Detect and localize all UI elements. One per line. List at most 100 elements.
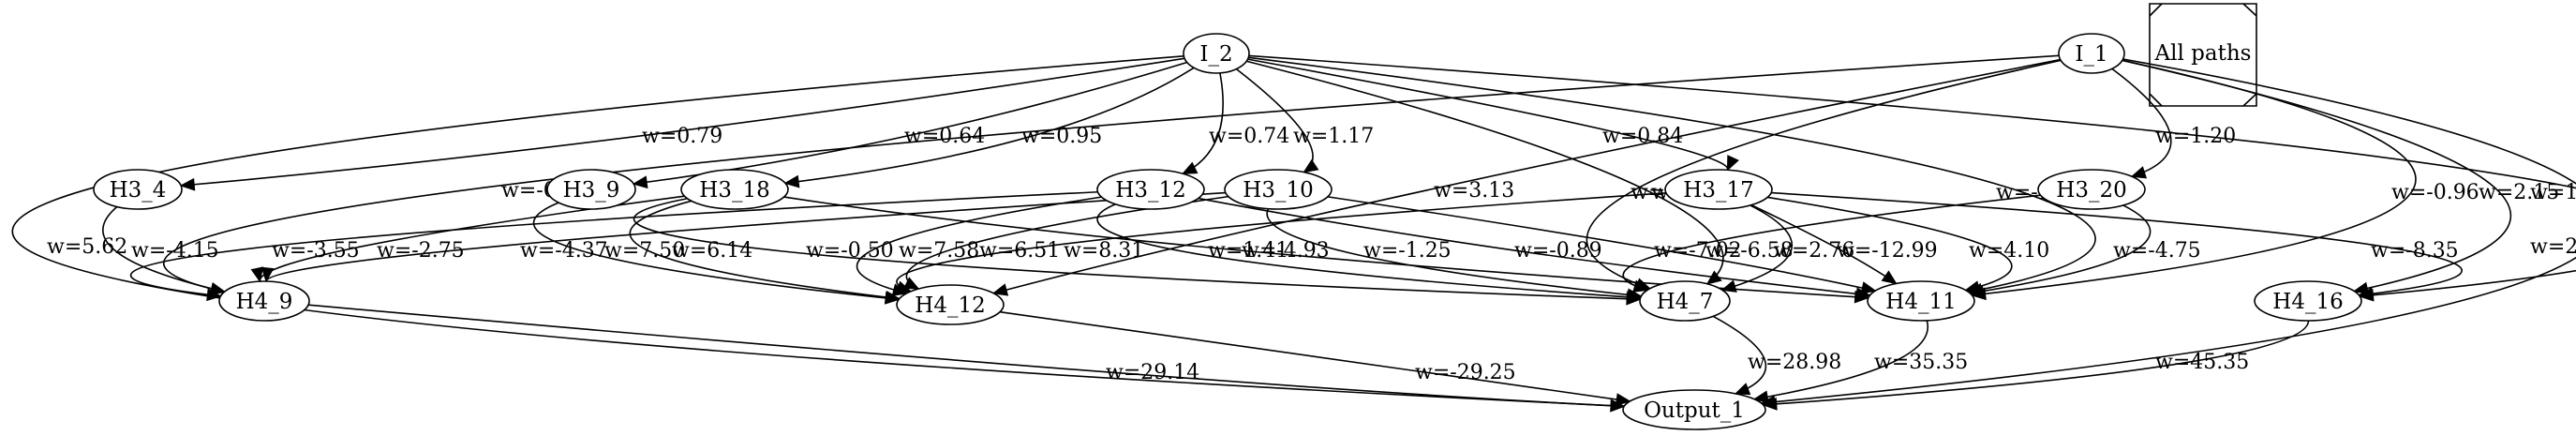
node-ellipse bbox=[896, 284, 1005, 325]
edge-arrowhead bbox=[179, 177, 196, 191]
edge-weight-label: w=0.74 bbox=[1209, 125, 1289, 148]
edge-line bbox=[1096, 203, 1641, 299]
edge-H3_10-H4_7: w=-1.25 bbox=[1266, 208, 1643, 302]
edge-H3_18-H4_7: w=-0.50 bbox=[633, 197, 1642, 306]
edge-weight-label: w=-8.35 bbox=[2371, 239, 2459, 263]
edge-I_1-H4_12: w=3.13 bbox=[991, 58, 2061, 296]
edges-layer: w=0.79w=0.64w=0.95w=0.74w=1.17w=0.84w=-0… bbox=[11, 54, 2576, 413]
edge-line bbox=[1761, 58, 2576, 404]
edge-H3_17-H4_16: w=-8.35 bbox=[1771, 191, 2463, 301]
node-ellipse bbox=[1224, 169, 1333, 210]
edge-weight-label: w=28.98 bbox=[1748, 351, 1841, 374]
node-ellipse bbox=[2254, 280, 2362, 322]
edge-weight-label: w=45.35 bbox=[2155, 351, 2249, 374]
edge-H3_10-H4_11: w=-7.02 bbox=[1327, 196, 1877, 294]
edge-weight-label: w=-6.58 bbox=[1705, 239, 1794, 263]
node-label: H3_18 bbox=[699, 178, 769, 203]
node-label: H4_16 bbox=[2272, 290, 2343, 314]
edge-H3_17-H4_12: w=8.31 bbox=[895, 191, 1666, 293]
node-ellipse bbox=[2058, 33, 2125, 74]
node-H4_11: H4_11 bbox=[1867, 280, 1975, 322]
edge-weight-label: w=1.41 bbox=[1208, 239, 1288, 263]
node-label: I_2 bbox=[1199, 42, 1232, 67]
edge-line bbox=[1712, 315, 1767, 395]
node-ellipse bbox=[546, 169, 636, 210]
edge-line bbox=[11, 54, 1625, 408]
edge-H3_12-H4_11: w=-0.89 bbox=[1198, 197, 1871, 301]
edge-H4_16-Output_1: w=45.35 bbox=[1762, 320, 2310, 411]
edge-weight-label: w=3.13 bbox=[1434, 179, 1514, 203]
edge-H4_7-Output_1: w=28.98 bbox=[1712, 315, 1841, 396]
node-H3_18: H3_18 bbox=[680, 169, 789, 210]
edge-weight-label: w=7.58 bbox=[899, 239, 979, 263]
edge-arrowhead bbox=[250, 266, 264, 283]
edge-arrowhead bbox=[206, 288, 222, 302]
edge-arrowhead bbox=[2352, 281, 2370, 295]
edge-H3_12-H4_7: w=1.41 bbox=[1096, 203, 1643, 304]
edge-arrowhead bbox=[1726, 155, 1739, 172]
legend-frame bbox=[2149, 3, 2257, 107]
edge-weight-label: w=-3.55 bbox=[272, 239, 360, 263]
node-I_1: I_1 bbox=[2058, 33, 2125, 74]
node-ellipse bbox=[2037, 169, 2146, 210]
edge-H3_17-H4_11: w=4.10 bbox=[1767, 196, 2049, 293]
edge-line bbox=[1586, 59, 2062, 290]
edge-weight-label: w=-7.02 bbox=[1654, 239, 1742, 263]
edge-line bbox=[2122, 59, 2512, 293]
edge-weight-label: w=0.79 bbox=[642, 125, 722, 148]
node-label: H3_17 bbox=[1683, 178, 1753, 203]
edge-arrowhead bbox=[1615, 393, 1631, 406]
node-I_2: I_2 bbox=[1183, 33, 1250, 74]
edge-line bbox=[905, 195, 1229, 290]
legend-box: All paths bbox=[2149, 3, 2257, 107]
legend-corner-marks bbox=[2149, 3, 2257, 107]
edge-arrowhead bbox=[261, 266, 275, 283]
edge-H3_17-H4_11: w=-12.99 bbox=[1750, 203, 1938, 285]
edge-arrowhead bbox=[209, 282, 227, 295]
edge-line bbox=[1767, 196, 2013, 292]
edge-line bbox=[1248, 56, 2096, 293]
node-label: H3_20 bbox=[2056, 178, 2126, 203]
edge-weight-label: w=2.24 bbox=[2530, 235, 2576, 259]
node-Output_1: Output_1 bbox=[1622, 389, 1766, 430]
edge-line bbox=[1622, 194, 2041, 292]
edge-line bbox=[1327, 196, 1876, 292]
edge-arrowhead bbox=[895, 280, 913, 293]
node-H3_10: H3_10 bbox=[1224, 169, 1333, 210]
edge-arrowhead bbox=[2357, 287, 2374, 301]
node-H4_7: H4_7 bbox=[1639, 280, 1731, 322]
edge-line bbox=[1771, 191, 2463, 296]
edge-weight-label: w=-4.75 bbox=[2113, 239, 2201, 263]
edge-line bbox=[999, 310, 1630, 402]
edge-weight-label: w=-0.50 bbox=[806, 239, 894, 263]
node-label: H3_4 bbox=[110, 178, 167, 203]
edge-I_1-H4_16: w=2.15 bbox=[2122, 59, 2559, 295]
edge-weight-label: w=-0.96 bbox=[2391, 181, 2479, 204]
node-label: I_1 bbox=[2075, 42, 2107, 67]
node-H3_20: H3_20 bbox=[2037, 169, 2146, 210]
edge-arrowhead bbox=[1303, 158, 1319, 173]
edge-line bbox=[1721, 204, 1793, 292]
edge-H4_11-Output_1: w=35.35 bbox=[1752, 320, 1968, 404]
edge-H4_12-Output_1: w=-29.25 bbox=[999, 310, 1631, 406]
edge-I_2-H3_4: w=0.79 bbox=[179, 57, 1185, 191]
edge-line bbox=[1235, 68, 1314, 173]
node-H3_17: H3_17 bbox=[1664, 169, 1773, 210]
edge-line bbox=[1247, 58, 1729, 171]
edge-I_2-Output_1: w=5.62 bbox=[11, 54, 1626, 413]
edge-line bbox=[1248, 54, 2576, 297]
node-label: H4_7 bbox=[1657, 290, 1714, 314]
node-label: H3_9 bbox=[563, 178, 620, 203]
edge-H3_10-H4_12: w=6.51 bbox=[903, 195, 1229, 290]
node-ellipse bbox=[1096, 169, 1205, 210]
edge-I_2-H3_10: w=1.17 bbox=[1235, 68, 1374, 173]
node-label: H3_12 bbox=[1115, 178, 1185, 203]
edge-line bbox=[129, 190, 1098, 297]
edge-weight-label: w=6.51 bbox=[979, 239, 1060, 263]
edge-weight-label: w=-12.99 bbox=[1837, 239, 1938, 263]
edge-arrowhead bbox=[1752, 390, 1769, 404]
node-ellipse bbox=[1867, 280, 1975, 322]
edge-weight-label: w=-1.25 bbox=[1363, 239, 1452, 263]
edge-line bbox=[162, 54, 2060, 293]
edge-line bbox=[993, 58, 2061, 294]
